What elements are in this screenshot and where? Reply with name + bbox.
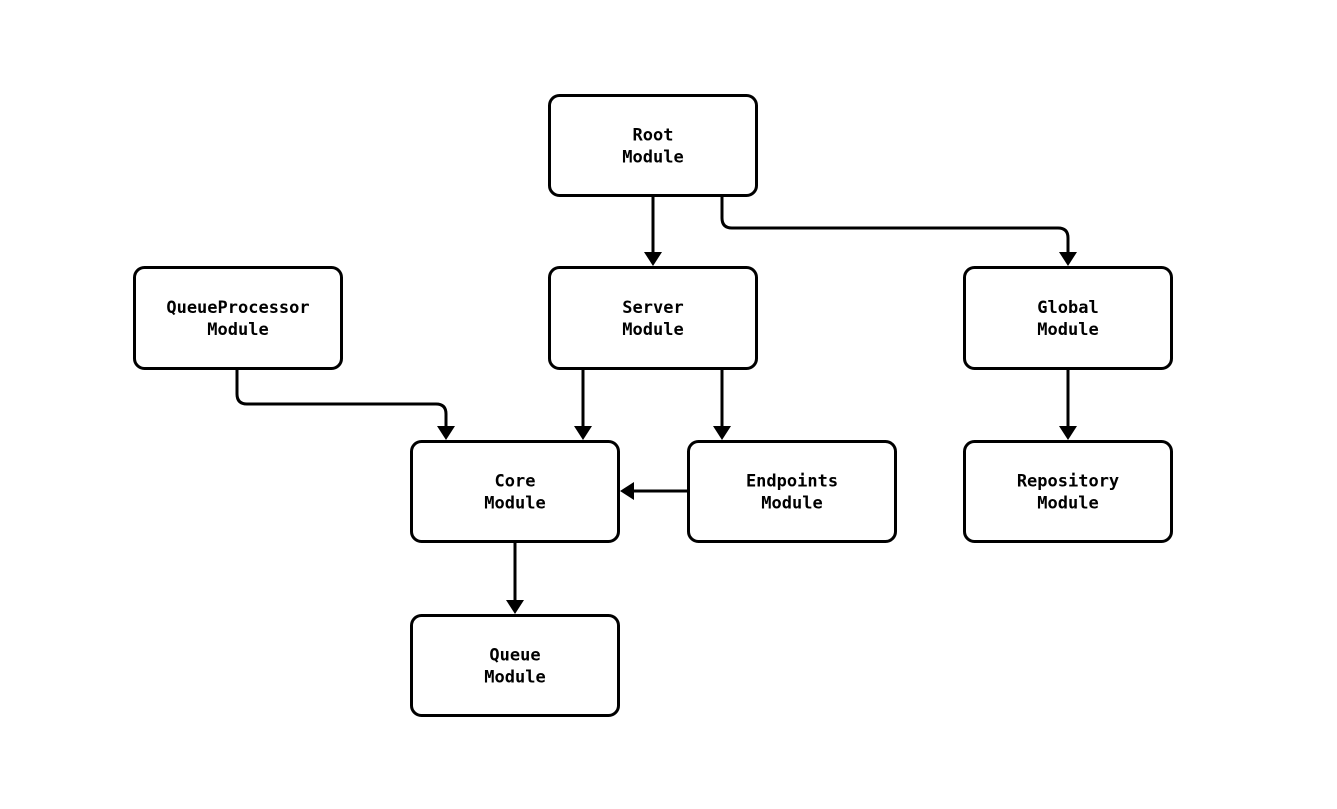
arrowhead-icon <box>1059 426 1077 440</box>
node-label-line1: Queue <box>489 646 540 666</box>
node-label-line2: Module <box>207 320 268 340</box>
edge-endpoints-to-core <box>620 482 687 500</box>
node-box[interactable] <box>687 440 897 543</box>
arrowhead-icon <box>620 482 634 500</box>
node-label-line1: Repository <box>1017 472 1119 492</box>
node-label-line2: Module <box>1037 494 1098 514</box>
edge-line <box>720 197 1070 252</box>
edge-line <box>235 370 448 426</box>
node-label-line2: Module <box>1037 320 1098 340</box>
node-box[interactable] <box>548 94 758 197</box>
arrowhead-icon <box>437 426 455 440</box>
node-label-line2: Module <box>761 494 822 514</box>
edge-global-to-repository <box>1059 370 1077 440</box>
node-box[interactable] <box>410 614 620 717</box>
node-label-line1: Endpoints <box>746 472 838 492</box>
edge-root-to-global <box>720 197 1077 266</box>
edge-server-to-endpoints <box>713 370 731 440</box>
arrowhead-icon <box>644 252 662 266</box>
node-box[interactable] <box>963 266 1173 370</box>
node-label-line1: Root <box>633 126 674 146</box>
node-box[interactable] <box>133 266 343 370</box>
arrowhead-icon <box>506 600 524 614</box>
node-label-line2: Module <box>484 494 545 514</box>
edge-server-to-core <box>574 370 592 440</box>
node-label-line1: Core <box>495 472 536 492</box>
node-label-line1: Global <box>1037 298 1098 318</box>
node-label-line2: Module <box>484 668 545 688</box>
edge-queueprocessor-to-core <box>235 370 455 440</box>
node-label-line2: Module <box>622 148 683 168</box>
node-label-line1: QueueProcessor <box>166 298 309 318</box>
edge-root-to-server <box>644 197 662 266</box>
node-box[interactable] <box>548 266 758 370</box>
node-box[interactable] <box>963 440 1173 543</box>
edge-core-to-queue <box>506 543 524 614</box>
node-label-line2: Module <box>622 320 683 340</box>
edges-layer <box>235 197 1077 614</box>
node-label-line1: Server <box>622 298 683 318</box>
arrowhead-icon <box>574 426 592 440</box>
arrowhead-icon <box>713 426 731 440</box>
arrowhead-icon <box>1059 252 1077 266</box>
node-box[interactable] <box>410 440 620 543</box>
